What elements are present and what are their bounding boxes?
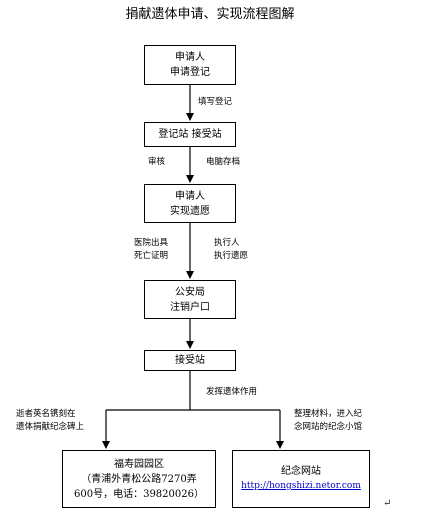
label-review-text: 审核	[148, 157, 166, 167]
label-engrave-line2: 遗体捐献纪念碑上	[16, 422, 85, 432]
label-review: 审核	[148, 156, 165, 169]
label-play-role-text: 发挥遗体作用	[206, 387, 258, 397]
label-executor-line1: 执行人	[214, 238, 240, 248]
label-computer-archive: 电脑存档	[206, 156, 240, 169]
label-hospital-line1: 医院出具	[134, 238, 169, 248]
label-engrave-line1: 逝者英名镌刻在	[16, 409, 76, 419]
label-computer-archive-text: 电脑存档	[206, 157, 241, 167]
node-applicant-realize-line2: 实现遗愿	[170, 205, 210, 217]
node-fushouyuan-line2: （青浦外青松公路7270弄	[81, 473, 197, 485]
node-applicant-register: 申请人 申请登记	[144, 45, 236, 85]
node-fushouyuan-line1: 福寿园园区	[114, 458, 164, 470]
node-police-line2: 注销户口	[170, 301, 210, 313]
node-station-line1: 登记站 接受站	[158, 129, 222, 140]
node-police-line1: 公安局	[175, 286, 205, 298]
label-hospital: 医院出具 死亡证明	[134, 237, 168, 263]
label-hospital-line2: 死亡证明	[134, 251, 169, 261]
label-organize: 整理材料，进入纪 念网站的纪念小馆	[294, 408, 362, 434]
node-police: 公安局 注销户口	[144, 280, 236, 319]
node-station: 登记站 接受站	[144, 122, 236, 147]
node-applicant-register-line1: 申请人	[175, 52, 205, 63]
node-fushouyuan-line3: 600号，电话：39820026）	[74, 488, 204, 500]
label-play-role: 发挥遗体作用	[206, 386, 257, 399]
node-receive-station-line1: 接受站	[175, 355, 205, 366]
label-fill-register: 填写登记	[198, 96, 232, 109]
label-organize-line2: 念网站的纪念小馆	[294, 422, 363, 432]
paragraph-mark-icon: ↵	[383, 498, 392, 509]
label-engrave: 逝者英名镌刻在 遗体捐献纪念碑上	[16, 408, 84, 434]
node-receive-station: 接受站	[144, 350, 236, 371]
node-fushouyuan: 福寿园园区 （青浦外青松公路7270弄 600号，电话：39820026）	[62, 450, 216, 508]
label-fill-register-text: 填写登记	[198, 97, 233, 107]
page-title: 捐献遗体申请、实现流程图解	[125, 7, 295, 22]
node-memorial-site-line1: 纪念网站	[281, 466, 321, 477]
label-organize-line1: 整理材料，进入纪	[294, 409, 363, 419]
node-applicant-realize-line1: 申请人	[175, 190, 205, 202]
memorial-site-link[interactable]: http://hongshizi.netor.com	[241, 481, 361, 491]
label-executor-line2: 执行遗愿	[214, 251, 249, 261]
node-applicant-realize: 申请人 实现遗愿	[144, 184, 236, 223]
node-memorial-site: 纪念网站 http://hongshizi.netor.com	[232, 450, 370, 508]
label-executor: 执行人 执行遗愿	[214, 237, 248, 263]
node-applicant-register-line2: 申请登记	[170, 67, 210, 78]
